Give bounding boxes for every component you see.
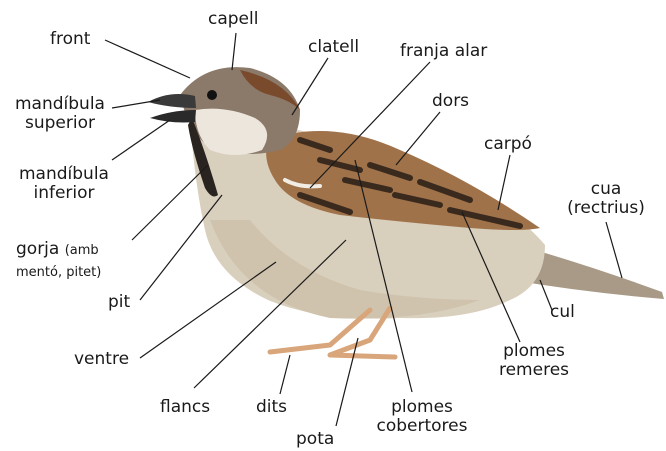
label-flancs: flancs — [160, 398, 210, 417]
leader-ventre — [140, 262, 276, 358]
label-pit: pit — [108, 293, 130, 312]
leader-clatell — [292, 58, 328, 115]
label-plomes-cobertores: plomes cobertores — [372, 398, 472, 436]
label-front: front — [50, 30, 90, 49]
label-dits: dits — [256, 398, 287, 417]
leader-carpo — [498, 155, 510, 210]
label-mandibula-inferior: mandíbula inferior — [14, 165, 114, 203]
label-clatell: clatell — [308, 38, 359, 57]
leader-mandibula-inferior — [112, 120, 170, 160]
label-mandibula-superior: mandíbula superior — [10, 95, 110, 133]
label-plomes-remeres-line2: remeres — [484, 361, 584, 380]
leader-cua — [606, 222, 622, 278]
label-plomes-cobertores-line1: plomes — [372, 398, 472, 417]
label-mandibula-inferior-line2: inferior — [14, 184, 114, 203]
label-franja-alar: franja alar — [400, 42, 487, 61]
leader-pit — [140, 195, 222, 300]
label-cua-line2: (rectrius) — [550, 199, 662, 218]
label-cua-line1: cua — [550, 180, 662, 199]
leader-dors — [396, 112, 440, 165]
label-capell: capell — [208, 10, 258, 29]
label-plomes-remeres: plomes remeres — [484, 342, 584, 380]
label-cul: cul — [550, 303, 575, 322]
leader-dits — [280, 355, 290, 394]
label-cua: cua (rectrius) — [550, 180, 662, 218]
label-gorja-note-line2: mentó, pitet) — [16, 263, 101, 282]
label-mandibula-superior-line1: mandíbula — [10, 95, 110, 114]
label-mandibula-inferior-line1: mandíbula — [14, 165, 114, 184]
label-gorja-main: gorja — [16, 239, 59, 259]
leader-gorja — [132, 165, 208, 240]
label-mandibula-superior-line2: superior — [10, 114, 110, 133]
label-dors: dors — [432, 92, 469, 111]
label-carpo: carpó — [484, 135, 532, 154]
label-gorja-note: (amb — [65, 243, 99, 258]
label-plomes-cobertores-line2: cobertores — [372, 417, 472, 436]
leader-mandibula-superior — [112, 100, 160, 108]
label-pota: pota — [296, 430, 334, 449]
bird-beak-lower — [150, 110, 196, 123]
bird-eye — [207, 90, 217, 100]
label-plomes-remeres-line1: plomes — [484, 342, 584, 361]
leader-capell — [232, 33, 236, 70]
label-gorja: gorja (amb — [16, 240, 99, 260]
leader-front — [105, 40, 190, 78]
label-ventre: ventre — [74, 350, 129, 369]
